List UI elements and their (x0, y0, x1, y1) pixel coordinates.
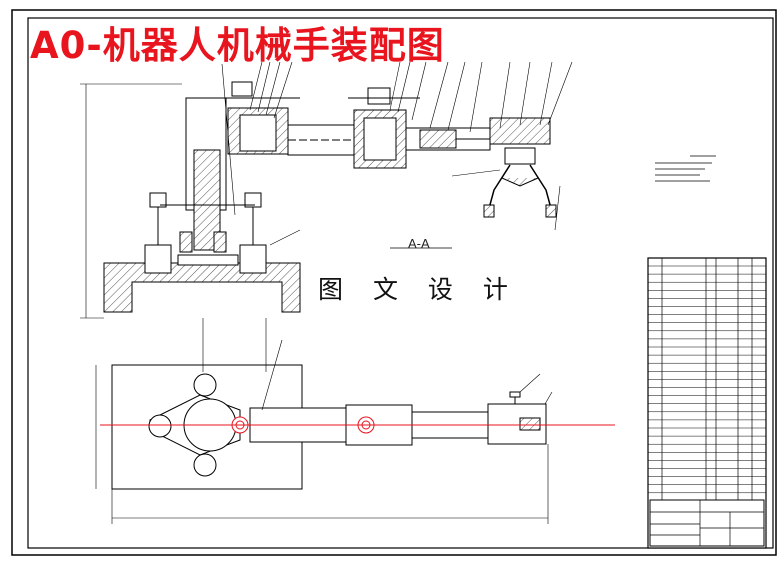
parts-list-rows (648, 265, 766, 494)
front-view (80, 61, 573, 319)
section-label: A-A (408, 236, 430, 251)
top-view (95, 339, 553, 524)
watermark: 图 文 设 计 (318, 275, 519, 304)
gripper (483, 164, 557, 218)
wrist (489, 117, 551, 145)
leader-lines (221, 61, 573, 246)
drawing-title: A0-机器人机械手装配图 (30, 24, 445, 67)
inner-frame (27, 17, 774, 549)
base-plate (103, 262, 301, 313)
parts-list (647, 257, 767, 549)
outer-frame (11, 9, 777, 556)
technical-notes (655, 155, 716, 182)
